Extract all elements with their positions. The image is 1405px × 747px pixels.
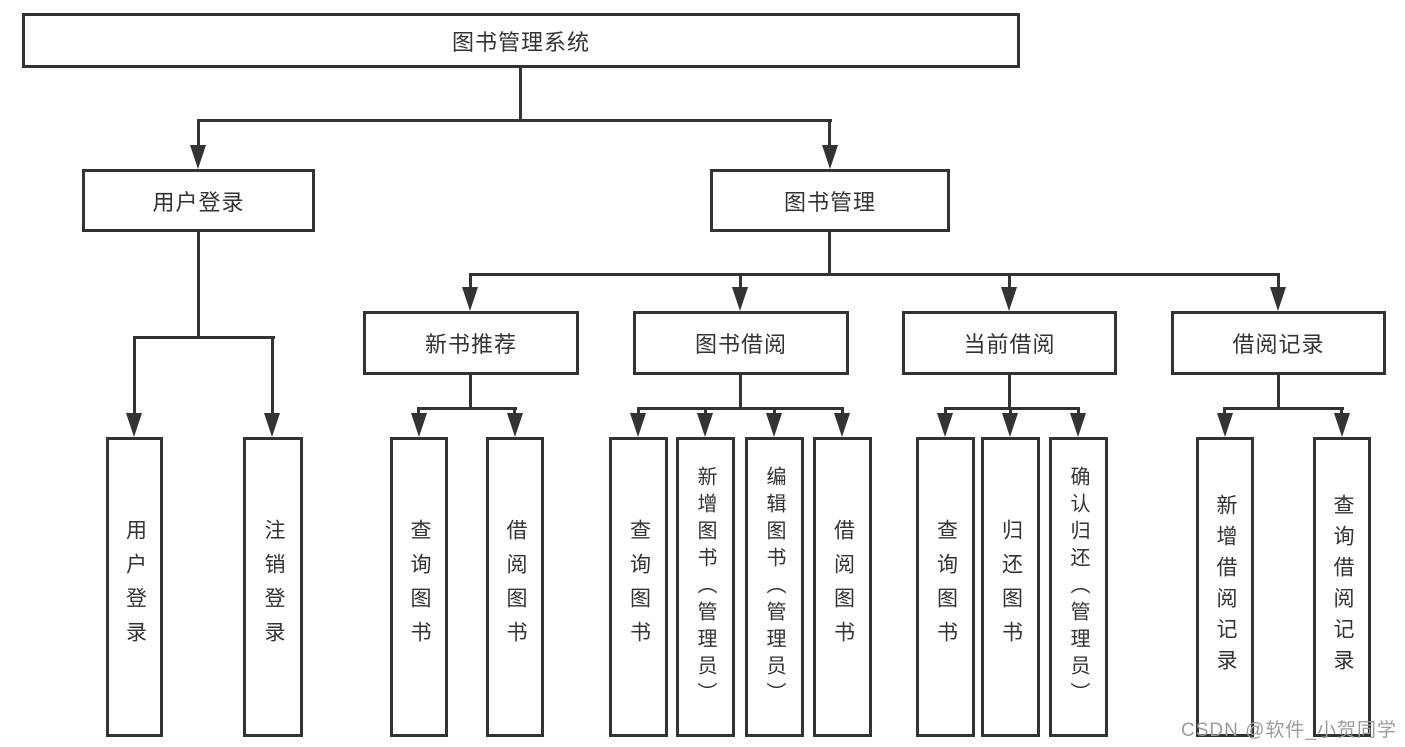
- arrowhead-borrow-book-1: [507, 413, 523, 437]
- arrowhead-query-book-1: [411, 413, 427, 437]
- node-add-borrow-record-label: 新增借阅记录: [1214, 494, 1237, 680]
- node-query-book-2: 查询图书: [609, 437, 668, 737]
- node-query-book-1-label: 查询图书: [408, 519, 431, 655]
- node-logout-leaf: 注销登录: [243, 437, 303, 737]
- connector-root-bar: [197, 119, 832, 122]
- connector-to-query-book-1: [417, 407, 420, 417]
- arrowhead-query-book-3: [937, 413, 953, 437]
- node-query-book-3-label: 查询图书: [934, 519, 958, 655]
- node-add-book-admin-label: 新增图书（管理员）: [694, 465, 716, 709]
- node-query-borrow-record: 查询借阅记录: [1313, 437, 1371, 737]
- connector-to-add-book: [704, 407, 707, 417]
- connector-to-new-book-rec: [469, 273, 472, 289]
- connector-user-login-stem: [197, 232, 200, 339]
- node-return-book-label: 归还图书: [999, 519, 1023, 655]
- node-borrow-record: 借阅记录: [1171, 311, 1386, 375]
- arrowhead-current-borrow: [1001, 287, 1017, 311]
- node-borrow-book-2: 借阅图书: [813, 437, 872, 737]
- node-confirm-return-admin-label: 确认归还（管理员）: [1067, 465, 1089, 709]
- connector-user-login-bar: [133, 336, 275, 339]
- node-return-book: 归还图书: [981, 437, 1040, 737]
- connector-to-user-login: [197, 119, 200, 149]
- node-root: 图书管理系统: [22, 13, 1020, 68]
- connector-to-edit-book: [773, 407, 776, 417]
- connector-to-return-book: [1009, 407, 1012, 417]
- connector-book-mgmt-stem: [828, 232, 831, 276]
- arrowhead-book-borrow: [732, 287, 748, 311]
- arrowhead-confirm-return: [1070, 413, 1086, 437]
- connector-to-confirm-return: [1077, 407, 1080, 417]
- node-query-book-3: 查询图书: [916, 437, 975, 737]
- connector-to-query-book-2: [637, 407, 640, 417]
- connector-to-current-borrow: [1008, 273, 1011, 289]
- connector-to-query-record: [1340, 407, 1343, 417]
- connector-root-stem: [519, 68, 522, 122]
- node-book-mgmt: 图书管理: [710, 169, 950, 232]
- arrowhead-user-login-leaf: [126, 413, 142, 437]
- node-user-login: 用户登录: [82, 169, 315, 232]
- node-borrow-book-1-label: 借阅图书: [504, 519, 527, 655]
- connector-to-borrow-book-2: [841, 407, 844, 417]
- csdn-watermark: CSDN @软件_小贺同学: [1181, 720, 1397, 741]
- node-new-book-rec: 新书推荐: [363, 311, 579, 375]
- arrowhead-user-login: [190, 145, 206, 169]
- arrowhead-edit-book: [766, 413, 782, 437]
- connector-new-book-rec-stem: [469, 375, 472, 410]
- node-borrow-book-1: 借阅图书: [486, 437, 544, 737]
- node-query-book-1: 查询图书: [390, 437, 448, 737]
- connector-to-borrow-record: [1277, 273, 1280, 289]
- node-add-borrow-record: 新增借阅记录: [1196, 437, 1254, 737]
- node-query-borrow-record-label: 查询借阅记录: [1331, 494, 1354, 680]
- arrowhead-query-record: [1334, 413, 1350, 437]
- connector-to-user-login-leaf: [133, 336, 136, 416]
- connector-borrow-record-bar: [1224, 407, 1344, 410]
- node-edit-book-admin-label: 编辑图书（管理员）: [763, 465, 785, 709]
- node-add-book-admin: 新增图书（管理员）: [676, 437, 735, 737]
- arrowhead-new-book-rec: [462, 287, 478, 311]
- arrowhead-add-record: [1217, 413, 1233, 437]
- arrowhead-book-mgmt: [822, 145, 838, 169]
- arrowhead-query-book-2: [630, 413, 646, 437]
- connector-to-book-borrow: [739, 273, 742, 289]
- arrowhead-borrow-book-2: [834, 413, 850, 437]
- connector-to-borrow-book-1: [513, 407, 516, 417]
- node-confirm-return-admin: 确认归还（管理员）: [1049, 437, 1108, 737]
- arrowhead-borrow-record: [1270, 287, 1286, 311]
- node-book-borrow: 图书借阅: [633, 311, 849, 375]
- node-query-book-2-label: 查询图书: [627, 519, 651, 655]
- node-user-login-leaf: 用户登录: [106, 437, 163, 737]
- arrowhead-return-book: [1002, 413, 1018, 437]
- connector-book-borrow-stem: [739, 375, 742, 410]
- node-edit-book-admin: 编辑图书（管理员）: [745, 437, 804, 737]
- connector-to-book-mgmt: [828, 119, 831, 149]
- connector-current-borrow-stem: [1008, 375, 1011, 410]
- connector-current-borrow-bar: [944, 407, 1080, 410]
- connector-book-mgmt-bar: [469, 273, 1279, 276]
- node-logout-leaf-label: 注销登录: [262, 519, 285, 655]
- arrowhead-add-book: [697, 413, 713, 437]
- node-current-borrow: 当前借阅: [902, 311, 1117, 375]
- connector-to-logout-leaf: [271, 336, 274, 416]
- arrowhead-logout-leaf: [264, 413, 280, 437]
- connector-new-book-rec-bar: [418, 407, 517, 410]
- node-borrow-book-2-label: 借阅图书: [831, 519, 855, 655]
- node-user-login-leaf-label: 用户登录: [123, 519, 147, 655]
- connector-to-add-record: [1223, 407, 1226, 417]
- connector-to-query-book-3: [944, 407, 947, 417]
- connector-book-borrow-bar: [637, 407, 844, 410]
- connector-borrow-record-stem: [1277, 375, 1280, 410]
